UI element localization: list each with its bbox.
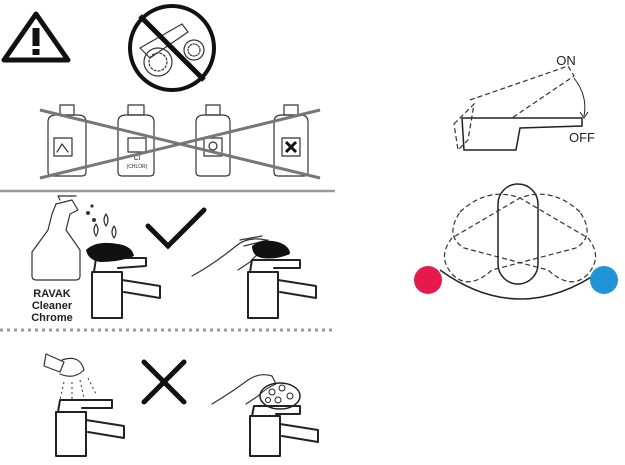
no-saw-icon: [128, 4, 216, 92]
hot-water-indicator: [414, 266, 442, 294]
shower-head-icon: [43, 353, 97, 402]
cloth-icon: [86, 242, 134, 262]
spray-bottle-icon: [31, 195, 96, 281]
faucet-icon: [249, 405, 319, 457]
bottle-label-cl: Cl: [134, 155, 141, 162]
cold-water-indicator: [590, 266, 618, 294]
hand-icon: [211, 374, 277, 405]
off-label: OFF: [569, 130, 595, 145]
chemical-bottles: Cl (CHLOR): [39, 104, 321, 180]
cleaner-line1: Cleaner: [32, 300, 73, 312]
lever-side-diagram: [453, 65, 589, 152]
chemical-bottle-icon: [195, 104, 231, 177]
faucet-icon: [55, 399, 125, 457]
cloth-icon: [252, 240, 290, 259]
on-label: ON: [556, 53, 576, 68]
scrub-pad-icon: [259, 382, 301, 410]
checkmark-icon: [145, 207, 207, 250]
cleaner-brand: RAVAK: [33, 288, 71, 300]
faucet-icon: [247, 259, 317, 319]
chemical-bottle-icon: [273, 104, 309, 177]
faucet-icon: [91, 257, 161, 319]
bottle-label-chlor: (CHLOR): [127, 164, 148, 170]
chemical-bottle-icon: Cl (CHLOR): [117, 104, 155, 177]
lever-top-diagram: [439, 183, 603, 300]
cross-icon: [141, 359, 187, 405]
warning-icon: [1, 11, 71, 63]
cleaner-line2: Chrome: [31, 312, 73, 324]
water-drops: [93, 213, 117, 239]
